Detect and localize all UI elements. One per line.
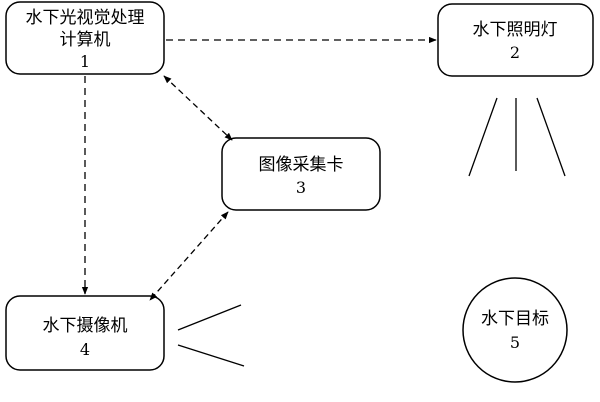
node-light-line1: 水下照明灯 bbox=[473, 20, 558, 40]
node-computer-line1: 水下光视觉处理 bbox=[26, 8, 145, 28]
camera-view-line-lower bbox=[177, 344, 245, 367]
node-target-number: 5 bbox=[510, 333, 520, 352]
node-capture-card-line1: 图像采集卡 bbox=[259, 155, 344, 175]
camera-view-lines bbox=[177, 304, 245, 367]
node-camera-line1: 水下摄像机 bbox=[43, 316, 128, 336]
node-light: 水下照明灯 2 bbox=[437, 3, 594, 77]
node-computer: 水下光视觉处理 计算机 1 bbox=[5, 1, 165, 75]
edge-computer-capture-card bbox=[163, 75, 233, 141]
node-camera-box bbox=[5, 295, 165, 371]
light-ray-left bbox=[468, 97, 498, 177]
camera-view-line-upper bbox=[177, 304, 242, 331]
node-computer-box bbox=[5, 1, 165, 75]
node-camera-number: 4 bbox=[80, 340, 90, 359]
edge-capture-card-camera bbox=[149, 211, 229, 301]
node-target-circle bbox=[462, 277, 568, 383]
node-capture-card-box bbox=[221, 137, 381, 211]
node-camera: 水下摄像机 4 bbox=[5, 295, 165, 371]
node-target: 水下目标 5 bbox=[462, 277, 568, 383]
light-rays bbox=[468, 97, 566, 177]
node-light-number: 2 bbox=[510, 43, 520, 62]
node-computer-line2: 计算机 bbox=[60, 30, 111, 50]
node-light-box bbox=[437, 3, 594, 77]
node-capture-card-number: 3 bbox=[296, 178, 306, 197]
node-capture-card: 图像采集卡 3 bbox=[221, 137, 381, 211]
light-ray-right bbox=[536, 97, 566, 177]
node-target-line1: 水下目标 bbox=[481, 309, 549, 329]
node-computer-number: 1 bbox=[80, 52, 90, 71]
